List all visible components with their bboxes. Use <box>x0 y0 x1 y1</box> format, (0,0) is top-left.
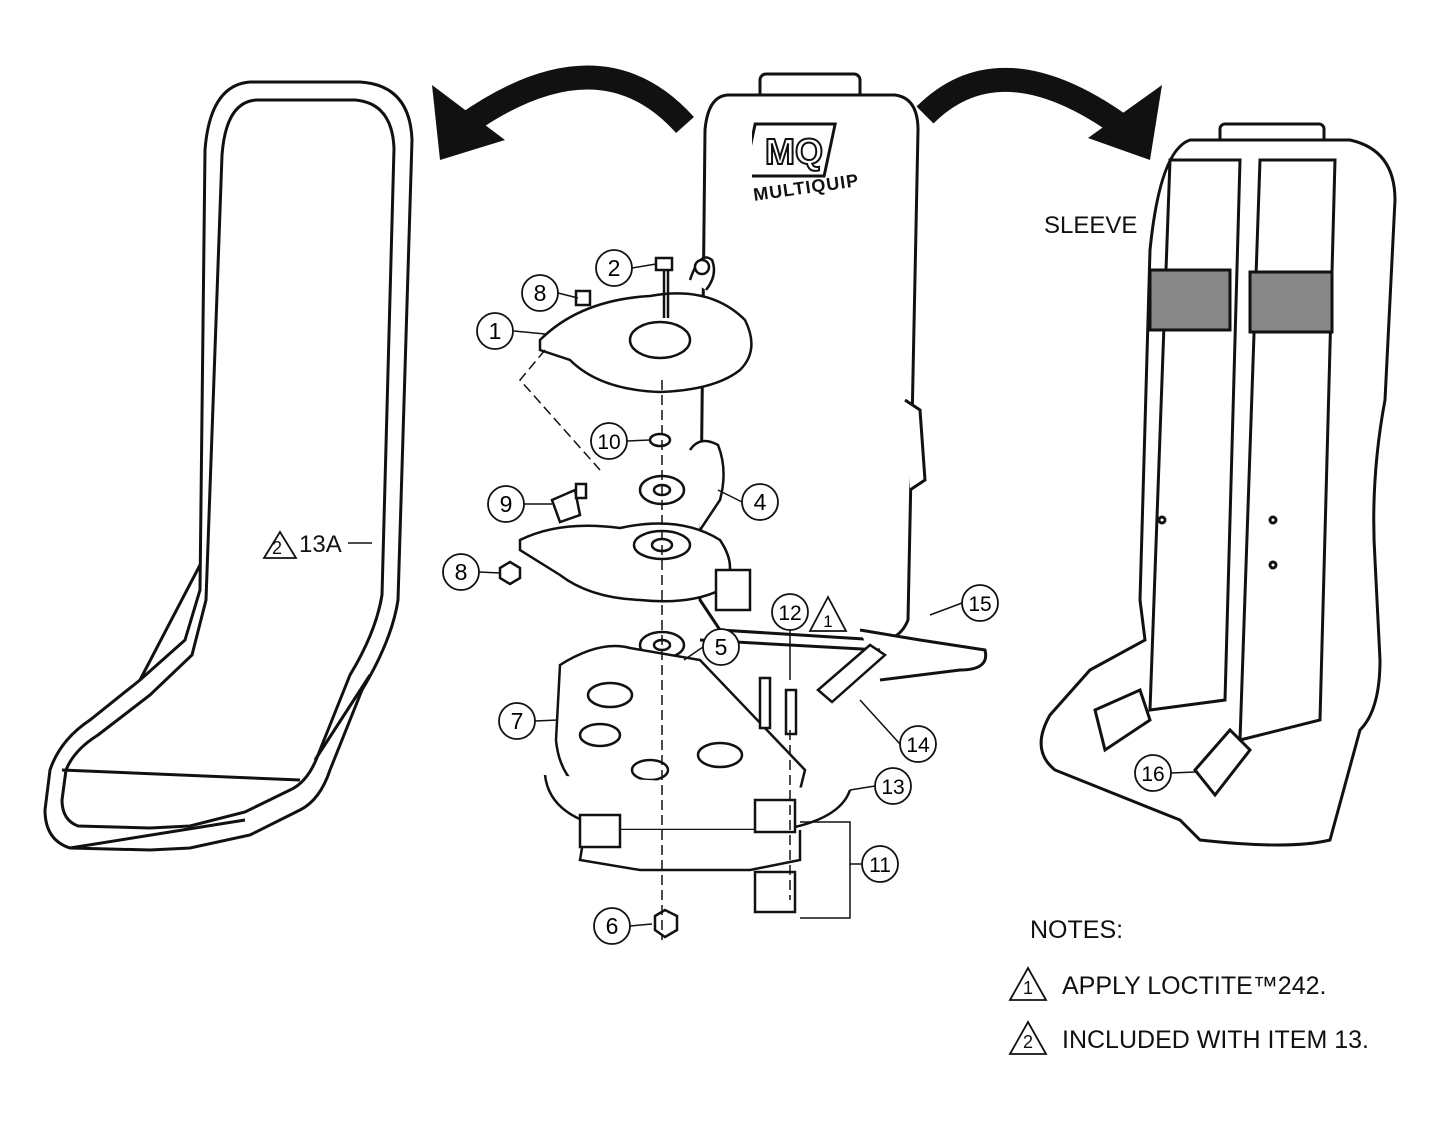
sleeve-label: SLEEVE <box>1044 212 1138 239</box>
callout-number: 12 <box>778 602 801 625</box>
callout-11: 11 <box>861 845 899 883</box>
callout-9: 9 <box>487 485 525 523</box>
mq-logo-text: MQ <box>765 131 823 172</box>
callout-12: 12 <box>771 593 809 631</box>
callout-14: 14 <box>899 725 937 763</box>
callout-number: 13 <box>881 776 904 799</box>
callout-circle <box>595 249 633 287</box>
callout-8: 8 <box>442 553 480 591</box>
callout-number: 16 <box>1141 763 1164 786</box>
callout-number: 8 <box>455 559 468 585</box>
callout-1: 1 <box>476 312 514 350</box>
mq-logo: MQ <box>742 120 842 185</box>
lower-plate <box>543 630 888 939</box>
callout-6: 6 <box>593 907 631 945</box>
notes-title: NOTES: <box>1030 916 1124 944</box>
note-1: 1 APPLY LOCTITE™242. <box>1008 966 1428 1006</box>
callout-number: 9 <box>500 491 513 517</box>
callout-15: 15 <box>961 584 999 622</box>
part-13a-text: 13A <box>299 531 342 558</box>
centerlines <box>519 349 791 940</box>
loctite-flag-icon: 1 <box>808 595 848 632</box>
callout-circle <box>487 485 525 523</box>
warning-triangle-icon <box>1008 1020 1048 1055</box>
callout-circle <box>961 584 999 622</box>
arrow-right <box>916 68 1162 160</box>
callout-circle <box>521 274 559 312</box>
note-2: 2 INCLUDED WITH ITEM 13. <box>1008 1020 1428 1060</box>
callout-16: 16 <box>1134 754 1172 792</box>
item12-flag-number: 1 <box>823 612 832 631</box>
callout-number: 10 <box>597 431 620 454</box>
callout-number: 4 <box>754 489 767 515</box>
callout-10: 10 <box>590 422 628 460</box>
part-13a-label: 2 13A <box>262 530 342 567</box>
callout-circle <box>590 422 628 460</box>
arrow-left <box>432 65 694 160</box>
callout-circle <box>702 628 740 666</box>
callout-number: 5 <box>715 634 728 660</box>
callout-number: 11 <box>869 854 891 877</box>
mq-logo-icon: MQ <box>742 122 837 178</box>
callout-number: 14 <box>906 734 930 757</box>
note-2-flag: 2 <box>1022 1032 1033 1052</box>
callout-number: 1 <box>489 318 502 344</box>
callout-circle <box>1134 754 1172 792</box>
callout-circle <box>771 593 809 631</box>
callout-circle <box>498 702 536 740</box>
leader-lines <box>348 263 1196 927</box>
warning-triangle-icon <box>262 530 298 559</box>
callout-number: 8 <box>534 280 547 306</box>
frame-13a <box>43 80 414 852</box>
callout-7: 7 <box>498 702 536 740</box>
callout-circle <box>593 907 631 945</box>
callout-number: 2 <box>608 255 621 281</box>
note-1-text: APPLY LOCTITE™242. <box>1062 972 1327 1000</box>
callout-circle <box>442 553 480 591</box>
callout-13: 13 <box>874 767 912 805</box>
callout-number: 6 <box>606 913 619 939</box>
sleeve <box>1039 122 1397 847</box>
upper-plate <box>538 256 753 394</box>
part-13a-flag-number: 2 <box>272 538 283 558</box>
callout-number: 7 <box>511 708 524 734</box>
callout-circle <box>861 845 899 883</box>
note-2-text: INCLUDED WITH ITEM 13. <box>1062 1026 1369 1054</box>
callout-number: 15 <box>968 593 991 616</box>
callout-circle <box>741 483 779 521</box>
callout-circle <box>874 767 912 805</box>
callout-4: 4 <box>741 483 779 521</box>
warning-triangle-icon <box>1008 966 1048 1001</box>
callout-circle <box>476 312 514 350</box>
callout-5: 5 <box>702 628 740 666</box>
callout-circle <box>899 725 937 763</box>
callout-2: 2 <box>595 249 633 287</box>
callout-8: 8 <box>521 274 559 312</box>
note-1-flag: 1 <box>1022 978 1033 998</box>
